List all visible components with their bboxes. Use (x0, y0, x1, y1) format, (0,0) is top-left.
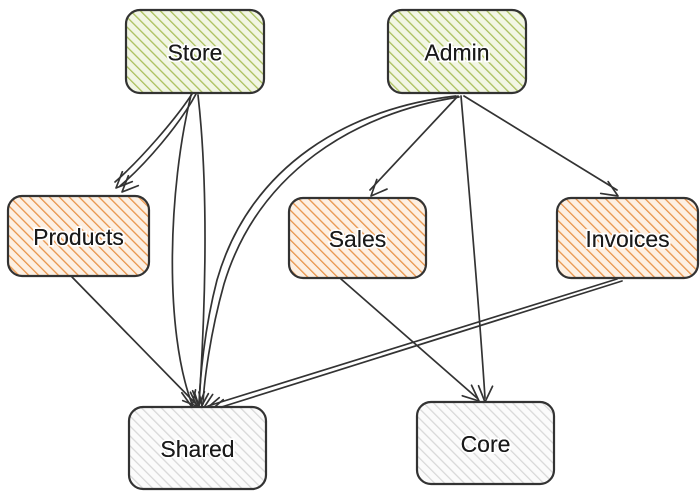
edge-layer (71, 93, 623, 411)
node-label-core: Core (461, 431, 511, 457)
node-box-admin[interactable] (386, 8, 528, 95)
edge-admin-to-core (460, 95, 486, 399)
arrowhead-sales (370, 178, 388, 197)
node-label-text-products: Products (33, 224, 124, 250)
node-label-shared: Shared (160, 436, 234, 462)
node-label-text-admin: Admin (424, 40, 489, 66)
node-box-shared[interactable] (127, 405, 268, 491)
arrowhead-products (121, 174, 140, 193)
arrowhead-products (115, 170, 134, 189)
node-box-core[interactable] (415, 400, 556, 486)
node-label-text-core: Core (461, 431, 511, 457)
node-box-invoices[interactable] (555, 196, 700, 280)
node-label-admin: Admin (424, 40, 489, 66)
node-label-products: Products (33, 224, 124, 250)
node-box-sales[interactable] (287, 196, 428, 280)
edge-admin-to-shared (198, 95, 457, 405)
arrowhead-invoices (599, 180, 619, 197)
edge-invoices-to-shared (207, 278, 618, 407)
edge-admin-to-sales (369, 95, 459, 191)
edge-store-to-shared (171, 94, 193, 405)
node-label-text-shared: Shared (160, 436, 234, 462)
node-label-text-store: Store (168, 40, 223, 66)
node-label-store: Store (168, 40, 223, 66)
node-box-store[interactable] (124, 8, 266, 95)
edge-store-to-shared (197, 94, 206, 405)
edge-sales-to-core (340, 278, 478, 399)
edge-store-to-products (119, 93, 197, 187)
node-label-text-invoices: Invoices (585, 226, 669, 252)
node-label-invoices: Invoices (585, 226, 669, 252)
edge-invoices-to-shared (211, 280, 623, 411)
node-label-sales: Sales (329, 226, 387, 252)
edge-store-to-products (114, 93, 193, 183)
node-label-text-sales: Sales (329, 226, 387, 252)
edge-admin-to-invoices (463, 95, 618, 191)
edge-admin-to-shared (202, 96, 460, 405)
edge-products-to-shared (71, 276, 197, 405)
node-box-products[interactable] (6, 194, 151, 278)
